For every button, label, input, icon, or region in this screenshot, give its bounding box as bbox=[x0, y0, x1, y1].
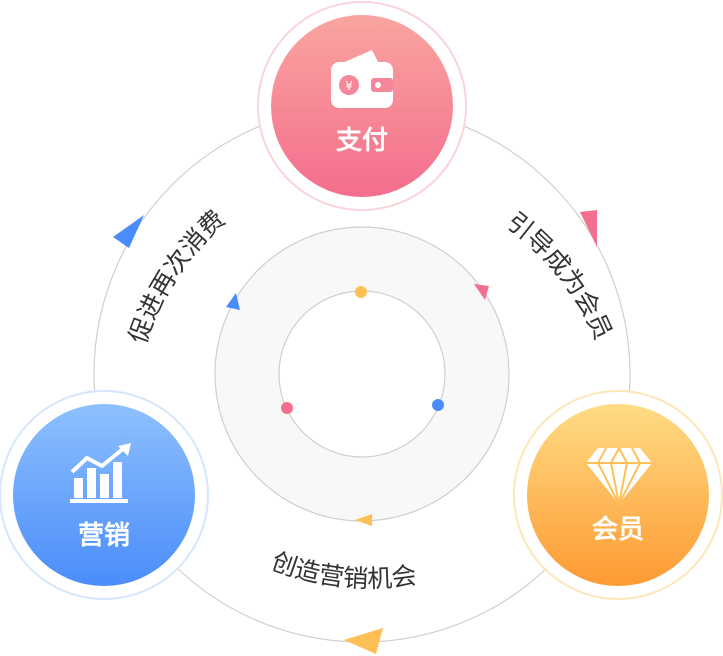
outer-arrow-yellow bbox=[344, 628, 383, 654]
inner-dot-pink bbox=[281, 402, 293, 414]
outer-arrow-blue bbox=[113, 215, 144, 248]
diamond-icon bbox=[586, 445, 652, 507]
node-member: 会员 bbox=[513, 390, 723, 600]
inner-dot-blue bbox=[432, 399, 444, 411]
outer-arrow-pink bbox=[580, 210, 597, 247]
node-pay: ¥ 支付 bbox=[257, 1, 467, 211]
svg-text:¥: ¥ bbox=[345, 79, 353, 93]
node-label-pay: 支付 bbox=[336, 126, 388, 156]
inner-ring-core bbox=[278, 290, 446, 458]
inner-arrow-blue bbox=[226, 293, 240, 310]
flow-label-pay-to-member: 引导成为会员 bbox=[501, 207, 617, 344]
inner-dot-yellow bbox=[355, 286, 367, 298]
node-label-marketing: 营销 bbox=[78, 521, 130, 551]
wallet-icon: ¥ bbox=[331, 50, 393, 108]
inner-arrow-yellow bbox=[355, 514, 372, 526]
node-marketing: 营销 bbox=[0, 390, 209, 600]
inner-arrow-pink bbox=[474, 284, 489, 300]
growth-chart-icon bbox=[70, 443, 131, 503]
flow-label-member-to-marketing: 创造营销机会 bbox=[268, 547, 418, 594]
node-label-member: 会员 bbox=[592, 515, 644, 545]
